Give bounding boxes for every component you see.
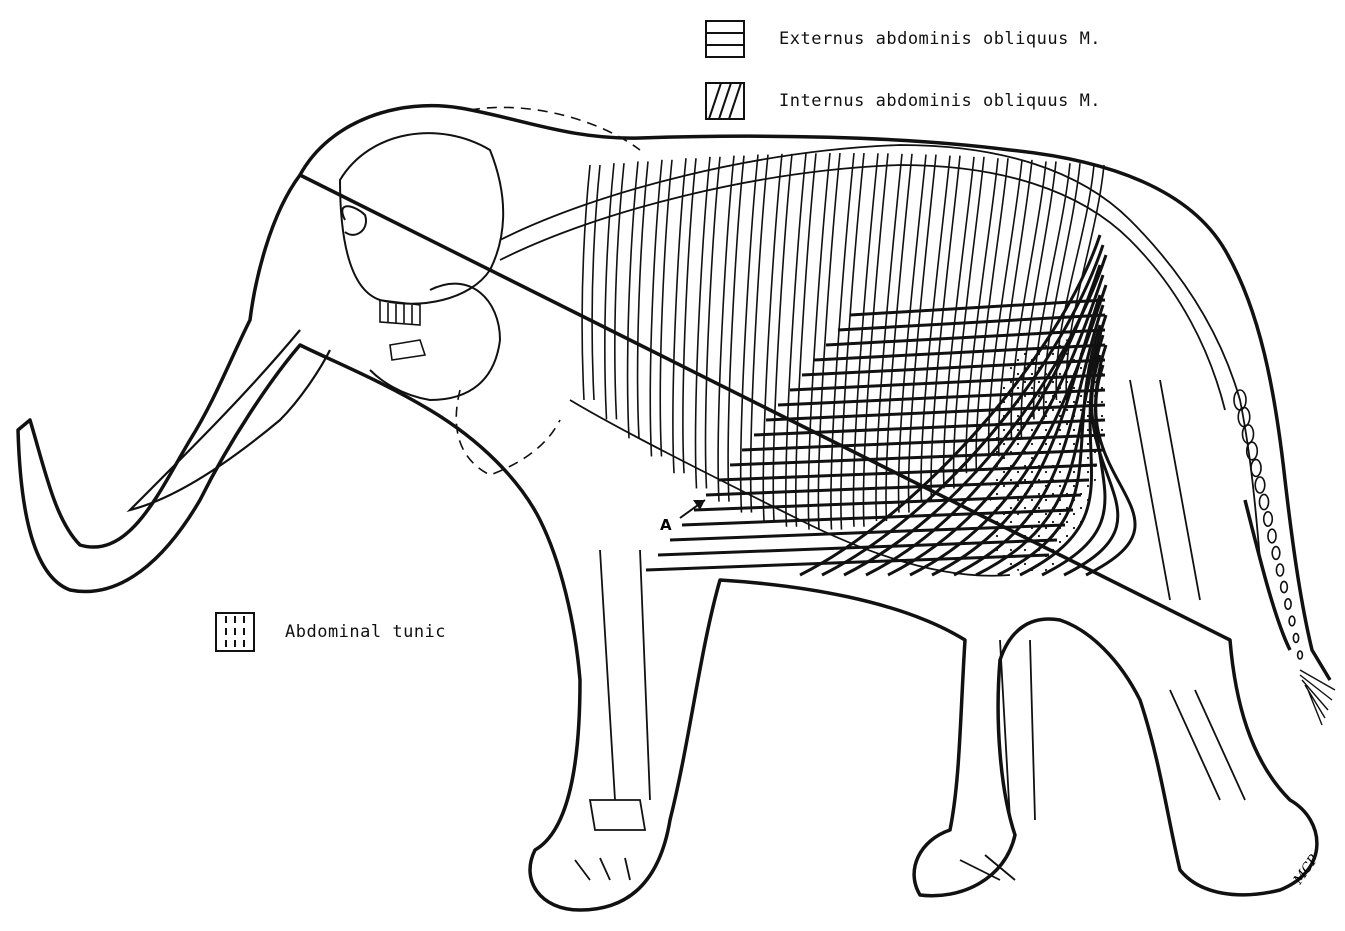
legend-internus-label: Internus abdominis obliquus M. [779, 91, 1101, 111]
rib [921, 156, 950, 502]
rib [773, 154, 792, 521]
tail-vertebra [1264, 512, 1273, 526]
legend-externus: Externus abdominis obliquus M. [705, 20, 1101, 58]
forelimb-bones [575, 550, 650, 880]
tail-vertebra [1285, 599, 1291, 609]
diagonal-hatch-swatch-icon [705, 82, 745, 120]
tail-vertebra [1289, 616, 1295, 626]
legend-internus: Internus abdominis obliquus M. [705, 82, 1101, 120]
rib [818, 153, 840, 530]
legend-abdominal-tunic: Abdominal tunic [215, 612, 446, 652]
rib [796, 153, 816, 526]
pointer-label: A [660, 516, 672, 534]
ear-dashed [456, 107, 640, 475]
tail-vertebra [1251, 460, 1261, 477]
tail-vertebra [1281, 581, 1288, 592]
rib [931, 156, 960, 502]
tail-vertebra [1276, 564, 1283, 576]
eye-socket [342, 206, 366, 235]
artist-signature: MCP [1290, 852, 1321, 888]
rib [683, 158, 696, 473]
tail-vertebra [1298, 651, 1303, 659]
tail-vertebra [1293, 634, 1298, 643]
rib [628, 161, 638, 438]
tail-vertebra [1272, 547, 1280, 560]
rib [660, 160, 672, 457]
abdominal-tunic-region [990, 340, 1106, 573]
vertebral-column [500, 145, 1260, 560]
rib [673, 158, 686, 473]
rib [582, 165, 590, 400]
rib [605, 163, 614, 419]
tail-vertebra [1255, 477, 1265, 493]
rib [696, 157, 710, 489]
rib [615, 163, 624, 419]
legend-externus-label: Externus abdominis obliquus M. [779, 29, 1101, 49]
legend-tunic-label: Abdominal tunic [285, 622, 446, 642]
teeth [380, 300, 425, 360]
tail-vertebra [1242, 425, 1253, 443]
horizontal-lines-swatch-icon [705, 20, 745, 58]
tusk [130, 330, 330, 510]
dashed-lines-swatch-icon [215, 612, 255, 652]
rib [853, 153, 878, 526]
rib [638, 161, 648, 438]
tail-vertebra [1259, 494, 1268, 509]
skull-outline [340, 133, 503, 304]
tail-vertebra [1268, 529, 1276, 543]
